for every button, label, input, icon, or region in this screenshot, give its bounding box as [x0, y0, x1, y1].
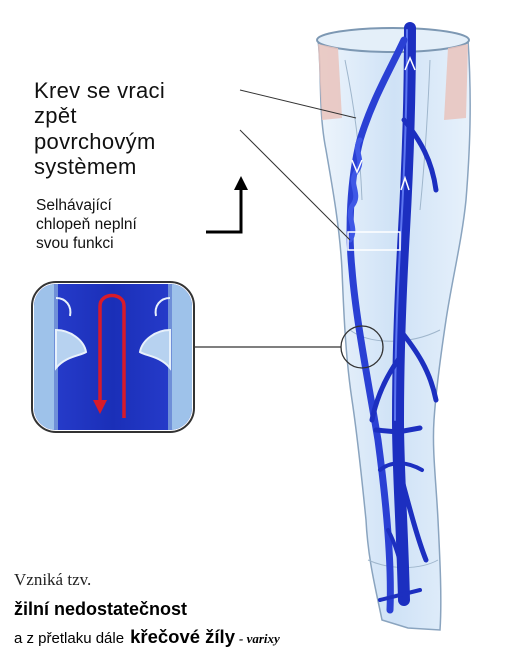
caption-line-3-suffix: - varixy: [239, 631, 280, 646]
label-blood-return: Krev se vraci zpět povrchovým systèmem: [34, 78, 165, 179]
thigh-tissue-right: [444, 44, 468, 120]
label-valve-failure-line: Selhávající: [36, 197, 137, 216]
label-blood-return-line: Krev se vraci: [34, 78, 165, 103]
caption-line-3: a z přetlaku dále křečové žíly - varixy: [14, 626, 280, 647]
label-valve-failure: Selhávající chlopeň neplní svou funkci: [36, 197, 137, 254]
upward-arrow-icon: [206, 176, 248, 232]
label-valve-failure-line: svou funkci: [36, 235, 137, 254]
valve-zoom-inset: [32, 282, 194, 432]
label-blood-return-line: povrchovým: [34, 129, 165, 154]
thigh-tissue-left: [318, 44, 342, 120]
caption-line-1: Vzniká tzv.: [14, 570, 91, 590]
label-blood-return-line: systèmem: [34, 154, 165, 179]
thigh-cross-section: [317, 28, 469, 52]
leg-illustration: [317, 28, 470, 630]
label-valve-failure-line: chlopeň neplní: [36, 216, 137, 235]
label-blood-return-line: zpět: [34, 103, 165, 128]
caption-line-3-emphasis: křečové žíly: [130, 626, 235, 647]
caption-line-2: žilní nedostatečnost: [14, 599, 187, 620]
caption-line-3-prefix: a z přetlaku dále: [14, 630, 124, 647]
